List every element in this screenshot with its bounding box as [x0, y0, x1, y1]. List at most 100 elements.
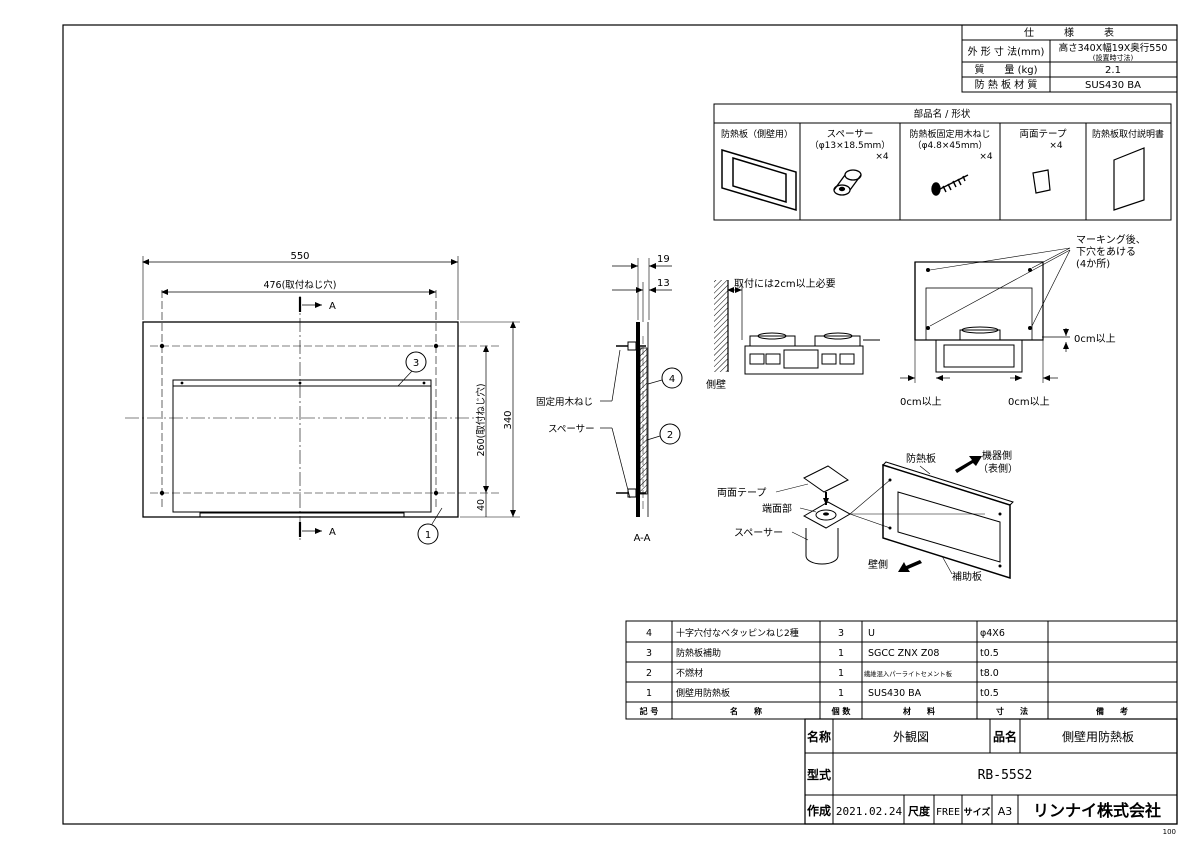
dim-bottom: 40	[476, 499, 487, 511]
bom-row-4-name: 十字穴付なべタッピンねじ2種	[676, 627, 799, 639]
bom-row-2-qty: 1	[838, 668, 844, 679]
title-scale-value: FREE	[936, 807, 960, 818]
spec-label-dimensions: 外 形 寸 法(mm)	[968, 45, 1045, 58]
bom-row-1-no: 1	[646, 688, 652, 699]
spec-value-dimensions: 高さ340X幅19X奥行550	[1059, 42, 1168, 54]
bom-row-2-material: 繊維混入パーライトセメント板	[864, 669, 953, 678]
title-name-label: 名称	[807, 729, 831, 744]
note-marking-2: 下穴をあける	[1076, 245, 1136, 258]
title-product-value: 側壁用防熱板	[1062, 729, 1134, 744]
label-end-face: 端面部	[762, 502, 792, 515]
bom-row-4-no: 4	[646, 628, 652, 639]
spec-table: 仕 様 表 外 形 寸 法(mm) 高さ340X幅19X奥行550 (設置時寸法…	[961, 24, 1178, 93]
clearance-right: 0cm以上	[1074, 333, 1116, 345]
parts-header: 部品名 / 形状	[914, 108, 971, 120]
bom-row-1-dim: t0.5	[980, 688, 999, 699]
label-device-side: 機器側	[982, 449, 1012, 462]
note-marking-1: マーキング後、	[1076, 233, 1146, 246]
bom-row-3-qty: 1	[838, 648, 844, 659]
gas-stove-front-drawing	[935, 326, 1023, 373]
heat-plate-icon	[721, 148, 797, 212]
title-model-value: RB-55S2	[978, 768, 1033, 783]
label-spacer: スペーサー	[548, 424, 595, 435]
spec-value-material: SUS430 BA	[1085, 80, 1141, 91]
bom-row-4-qty: 3	[838, 628, 844, 639]
bom-row-2-name: 不燃材	[676, 667, 703, 679]
sheet-number: 100	[1163, 828, 1176, 836]
title-product-label: 品名	[993, 729, 1017, 744]
label-aux-plate: 補助板	[952, 570, 982, 583]
section-view: 19 13 固定用木ねじ スペーサー 4 2 A-A	[536, 254, 683, 544]
bom-header-no: 記 号	[640, 706, 659, 716]
spec-label-mass: 質 量 (kg)	[974, 63, 1037, 76]
double-tape-icon	[1032, 169, 1051, 194]
install-side-view: 取付には2cm以上必要 側壁	[706, 277, 880, 391]
part-qty-tape: ×4	[1049, 141, 1063, 151]
dim-height: 340	[503, 410, 514, 429]
bom-header-qty: 個 数	[831, 706, 852, 716]
title-name-value: 外観図	[893, 730, 929, 744]
label-iso-spacer: スペーサー	[734, 527, 783, 539]
part-spec-screw: （φ4.8×45mm）	[913, 140, 988, 151]
label-fixing-screw: 固定用木ねじ	[536, 396, 593, 408]
part-name-spacer: スペーサー	[827, 129, 874, 140]
bom-header-name: 名 称	[730, 706, 762, 716]
title-made-label: 作成	[807, 803, 831, 818]
dim-width: 550	[290, 251, 309, 262]
bom-row-3-material: SGCC ZNX Z08	[868, 648, 939, 659]
sheet-frame	[62, 24, 1178, 825]
note-side-clearance: 取付には2cm以上必要	[734, 277, 836, 290]
clearance-bottom-right: 0cm以上	[1008, 396, 1050, 408]
bom-row-3-dim: t0.5	[980, 648, 999, 659]
label-wall-side: 壁側	[868, 558, 888, 571]
bom-row-1-material: SUS430 BA	[868, 688, 922, 699]
part-name-plate: 防熱板（側壁用）	[721, 128, 793, 140]
part-spec-spacer: （φ13×18.5mm）	[810, 140, 891, 151]
section-mark-top: A	[329, 301, 336, 312]
bom-row-3-name: 防熱板補助	[676, 647, 721, 659]
dim-19: 19	[657, 254, 670, 265]
dim-hole-height: 260(取付ねじ穴)	[475, 383, 487, 456]
dim-hole-pitch: 476(取付ねじ穴)	[263, 279, 336, 291]
part-qty-spacer: ×4	[875, 152, 889, 162]
front-plate-outline	[142, 321, 459, 518]
title-size-value: A3	[998, 805, 1013, 818]
label-device-side-sub: （表側）	[978, 462, 1018, 475]
spec-label-material: 防 熱 板 材 質	[975, 78, 1038, 91]
parts-table: 部品名 / 形状 防熱板（側壁用） スペーサー （φ13×18.5mm） ×4 …	[713, 103, 1172, 221]
note-marking-3: (4か所)	[1076, 258, 1110, 270]
bom-header-note: 備 考	[1096, 706, 1128, 716]
part-name-screw: 防熱板固定用木ねじ	[909, 128, 990, 140]
section-mark-bottom: A	[329, 527, 336, 538]
bom-table: 4 十字穴付なべタッピンねじ2種 3 U φ4X6 3 防熱板補助 1 SGCC…	[625, 620, 1178, 720]
bom-header-material: 材 料	[903, 706, 935, 716]
balloon-1: 1	[425, 530, 431, 541]
bom-row-2-no: 2	[646, 668, 652, 679]
part-qty-screw: ×4	[979, 152, 993, 162]
gas-stove-side-drawing	[744, 332, 880, 375]
front-view: 550 476(取付ねじ穴) 340 260(取付ねじ穴) 40 A A 3 1	[125, 251, 520, 545]
company-name: リンナイ株式会社	[1033, 801, 1161, 820]
bom-row-4-dim: φ4X6	[980, 628, 1005, 639]
spacer-icon	[833, 169, 862, 196]
title-made-value: 2021.02.24	[836, 805, 903, 818]
label-double-tape: 両面テープ	[717, 487, 766, 499]
balloon-2: 2	[667, 430, 673, 441]
isometric-view: 防熱板 機器側 （表側） 壁側 補助板 両面テープ 端面部 スペーサー	[717, 449, 1018, 583]
section-caption: A-A	[634, 533, 651, 544]
part-name-manual: 防熱板取付説明書	[1092, 128, 1164, 140]
spec-value-mass: 2.1	[1105, 65, 1121, 76]
balloon-3: 3	[413, 358, 419, 369]
clearance-left: 0cm以上	[900, 396, 942, 408]
title-block: 名称 外観図 品名 側壁用防熱板 型式 RB-55S2 作成 2021.02.2…	[804, 718, 1178, 825]
install-front-view: 0cm以上 0cm以上 0cm以上 マーキング後、 下穴をあける (4か所)	[900, 233, 1146, 408]
title-size-label: サイズ	[964, 806, 991, 818]
spec-header: 仕 様 表	[1024, 26, 1114, 39]
dim-13: 13	[657, 278, 670, 289]
wood-screw-icon	[931, 174, 969, 196]
label-side-wall: 側壁	[706, 378, 726, 391]
bom-row-4-material: U	[868, 628, 875, 639]
part-name-tape: 両面テープ	[1020, 129, 1067, 140]
bom-row-1-name: 側壁用防熱板	[676, 687, 730, 699]
